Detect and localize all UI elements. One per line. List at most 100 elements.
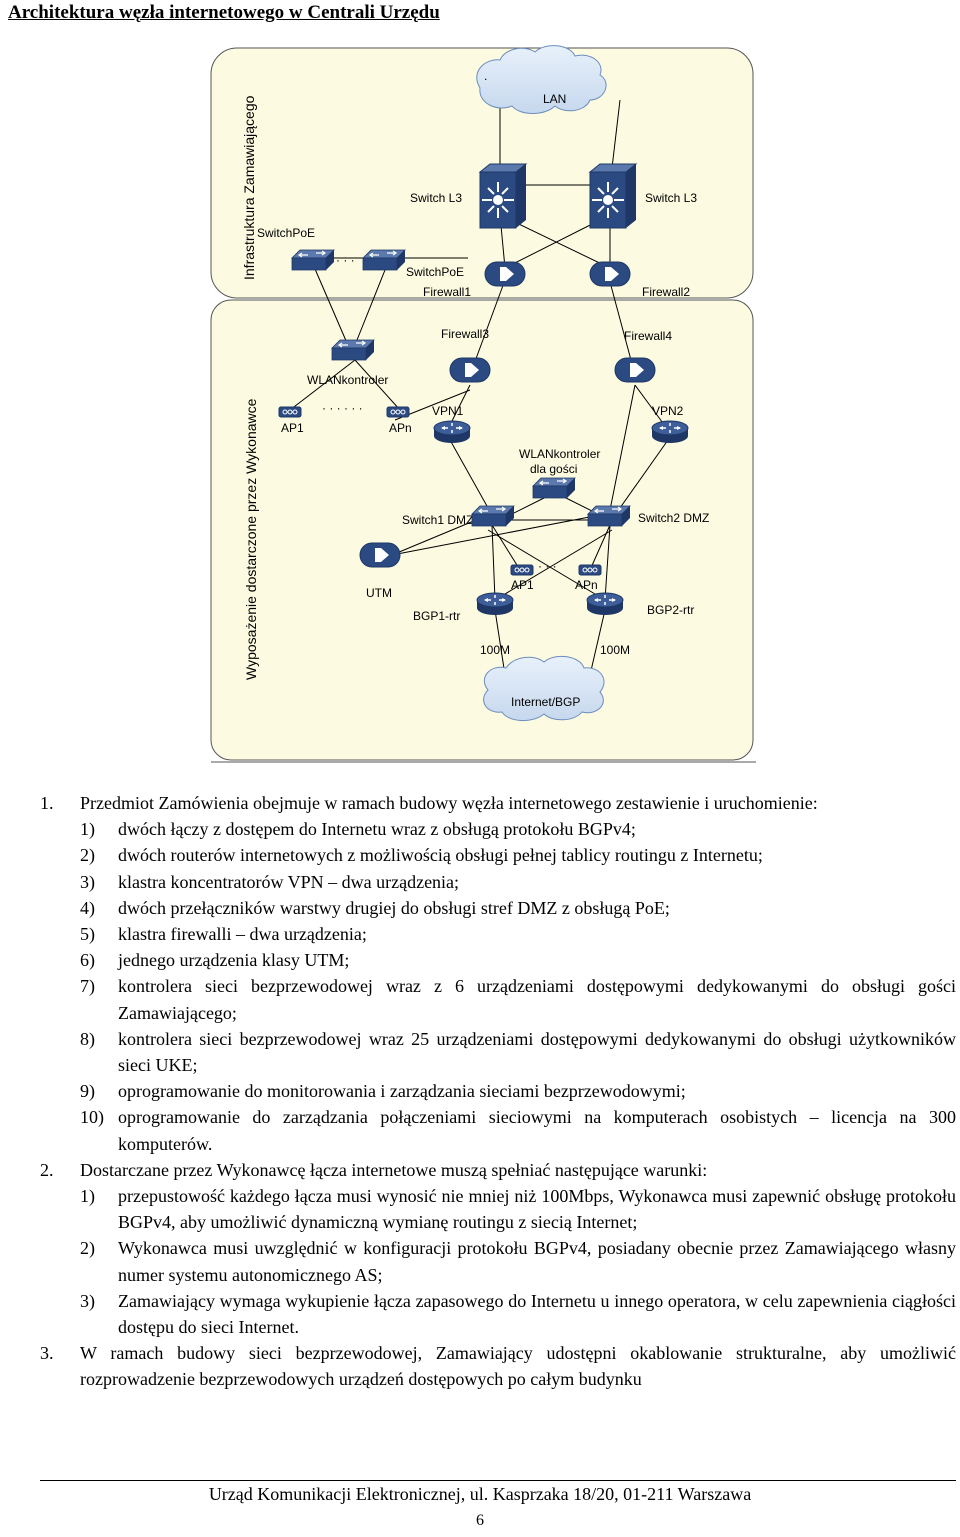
list-item: 6) jednego urządzenia klasy UTM;	[40, 947, 956, 973]
item-number: 9)	[80, 1081, 95, 1102]
ap1-mid-label: AP1	[511, 578, 534, 592]
item-text: dwóch przełączników warstwy drugiej do o…	[118, 897, 670, 918]
switchpoe-right-label: SwitchPoE	[406, 265, 464, 279]
lan-label: LAN	[543, 92, 566, 106]
firewall4-label: Firewall4	[624, 329, 672, 343]
item-number: 10)	[80, 1107, 104, 1128]
switch1-dmz-label: Switch1 DMZ	[402, 513, 473, 527]
switch1-dmz-icon	[471, 505, 515, 527]
page-title: Architektura węzła internetowego w Centr…	[8, 2, 440, 23]
apn-left-icon	[386, 406, 410, 418]
item-number: 3)	[80, 1290, 95, 1311]
item-text: oprogramowanie do monitorowania i zarząd…	[118, 1081, 686, 1102]
zone-top-label: Infrastruktura Zamawiającego	[241, 95, 257, 280]
apn-left-label: APn	[389, 421, 412, 435]
item-text: kontrolera sieci bezprzewodowej wraz z 6…	[118, 976, 956, 1023]
zone-contractor	[210, 299, 754, 761]
vpn2-label: VPN2	[652, 404, 684, 418]
firewall4-icon	[614, 357, 656, 383]
list-item: 9) oprogramowanie do monitorowania i zarz…	[40, 1078, 956, 1104]
item-number: 7)	[80, 976, 95, 997]
bgp2-router-icon	[586, 592, 624, 616]
item-text: dwóch łączy z dostępem do Internetu wraz…	[118, 819, 636, 840]
vpn2-icon	[651, 420, 689, 444]
wlan-guest-controller-icon	[532, 477, 576, 499]
section-2: 2. Dostarczane przez Wykonawcę łącza int…	[40, 1157, 956, 1183]
list-item: 3) klastra koncentratorów VPN – dwa urząd…	[40, 869, 956, 895]
ap1-mid-icon	[510, 564, 534, 576]
list-item: 2)Wykonawca musi uwzględnić w konfigurac…	[40, 1235, 956, 1287]
lan-dot: .	[484, 69, 487, 83]
dots-mid: · · ·	[538, 559, 557, 573]
internet-label: Internet/BGP	[511, 695, 580, 709]
item-text: jednego urządzenia klasy UTM;	[118, 950, 350, 971]
section-1-text: Przedmiot Zamówienia obejmuje w ramach b…	[80, 793, 818, 813]
item-number: 5)	[80, 924, 95, 945]
section-3-number: 3.	[40, 1343, 54, 1364]
bgp1-label: BGP1-rtr	[413, 609, 460, 623]
ap1-left-icon	[278, 406, 302, 418]
section-1: 1. Przedmiot Zamówienia obejmuje w ramac…	[40, 790, 956, 816]
footer: Urząd Komunikacji Elektronicznej, ul. Ka…	[208, 1484, 752, 1504]
utm-icon	[359, 542, 401, 568]
list-item: 2)dwóch routerów internetowych z możliwo…	[40, 842, 956, 868]
section-1-number: 1.	[40, 793, 54, 813]
item-text: oprogramowanie do zarządzania połączenia…	[118, 1107, 956, 1154]
section-3-text: W ramach budowy sieci bezprzewodowej, Za…	[80, 1343, 956, 1390]
item-text: kontrolera sieci bezprzewodowej wraz 25 …	[118, 1028, 956, 1076]
wlan-guest-label-1: WLANkontroler	[519, 447, 600, 461]
switchpoe-right-icon	[362, 249, 406, 271]
firewall1-label: Firewall1	[423, 285, 471, 299]
item-number: 2)	[80, 845, 95, 866]
page-number: 6	[476, 1512, 484, 1529]
firewall2-icon	[589, 261, 631, 287]
list-item: 8) kontrolera sieci bezprzewodowej wraz 2…	[40, 1026, 956, 1078]
list-item: 1) dwóch łączy z dostępem do Internetu wr…	[40, 816, 956, 842]
section-2-number: 2.	[40, 1159, 54, 1180]
item-text: Zamawiający wymaga wykupienie łącza zapa…	[118, 1290, 956, 1338]
list-item: 1) przepustowość każdego łącza musi wynos…	[40, 1183, 956, 1235]
footer-divider	[40, 1480, 956, 1481]
firewall1-icon	[484, 261, 526, 287]
list-item: 4) dwóch przełączników warstwy drugiej do…	[40, 895, 956, 921]
item-text: przepustowość każdego łącza musi wynosić…	[118, 1186, 956, 1233]
link1-label: 100M	[480, 643, 510, 657]
apn-mid-icon	[578, 564, 602, 576]
item-number: 3)	[80, 871, 95, 892]
utm-label: UTM	[366, 586, 392, 600]
firewall3-icon	[449, 357, 491, 383]
switch2-dmz-icon	[587, 505, 631, 527]
vpn1-icon	[433, 420, 471, 444]
switch2-dmz-label: Switch2 DMZ	[638, 511, 709, 525]
zone-bottom-label: Wyposażenie dostarczone przez Wykonawce	[243, 398, 259, 680]
item-text: Wykonawca musi uwzględnić w konfiguracji…	[118, 1238, 956, 1285]
item-number: 1)	[80, 1186, 95, 1207]
wlan-controller-label: WLANkontroler	[307, 373, 388, 387]
internet-cloud: Internet/BGP	[483, 655, 605, 721]
item-text: klastra koncentratorów VPN – dwa urządze…	[118, 871, 460, 892]
switchpoe-left-label: SwitchPoE	[257, 226, 315, 240]
item-text: klastra firewalli – dwa urządzenia;	[118, 924, 367, 945]
item-number: 1)	[80, 819, 95, 840]
item-number: 8)	[80, 1028, 95, 1049]
dots-top: · · ·	[336, 253, 355, 267]
firewall3-label: Firewall3	[441, 327, 489, 341]
list-item: 5) klastra firewalli – dwa urządzenia;	[40, 921, 956, 947]
ap1-left-label: AP1	[281, 421, 304, 435]
switchpoe-left-icon	[291, 249, 335, 271]
bgp2-label: BGP2-rtr	[647, 603, 694, 617]
switch-l3-left-label: Switch L3	[410, 191, 462, 205]
item-number: 6)	[80, 950, 95, 971]
bgp1-router-icon	[476, 592, 514, 616]
document-body: 1. Przedmiot Zamówienia obejmuje w ramac…	[40, 790, 956, 1393]
section-2-text: Dostarczane przez Wykonawcę łącza intern…	[80, 1159, 708, 1180]
item-number: 4)	[80, 897, 95, 918]
link2-label: 100M	[600, 643, 630, 657]
list-item: 10) oprogramowanie do zarządzania połącze…	[40, 1104, 956, 1156]
section-3: 3. W ramach budowy sieci bezprzewodowej,…	[40, 1340, 956, 1392]
network-architecture-diagram: Infrastruktura Zamawiającego Wyposażenie…	[210, 45, 756, 763]
firewall2-label: Firewall2	[642, 285, 690, 299]
switch-l3-right-label: Switch L3	[645, 191, 697, 205]
switch-l3-right-icon	[589, 163, 637, 229]
lan-cloud: LAN .	[476, 45, 607, 114]
